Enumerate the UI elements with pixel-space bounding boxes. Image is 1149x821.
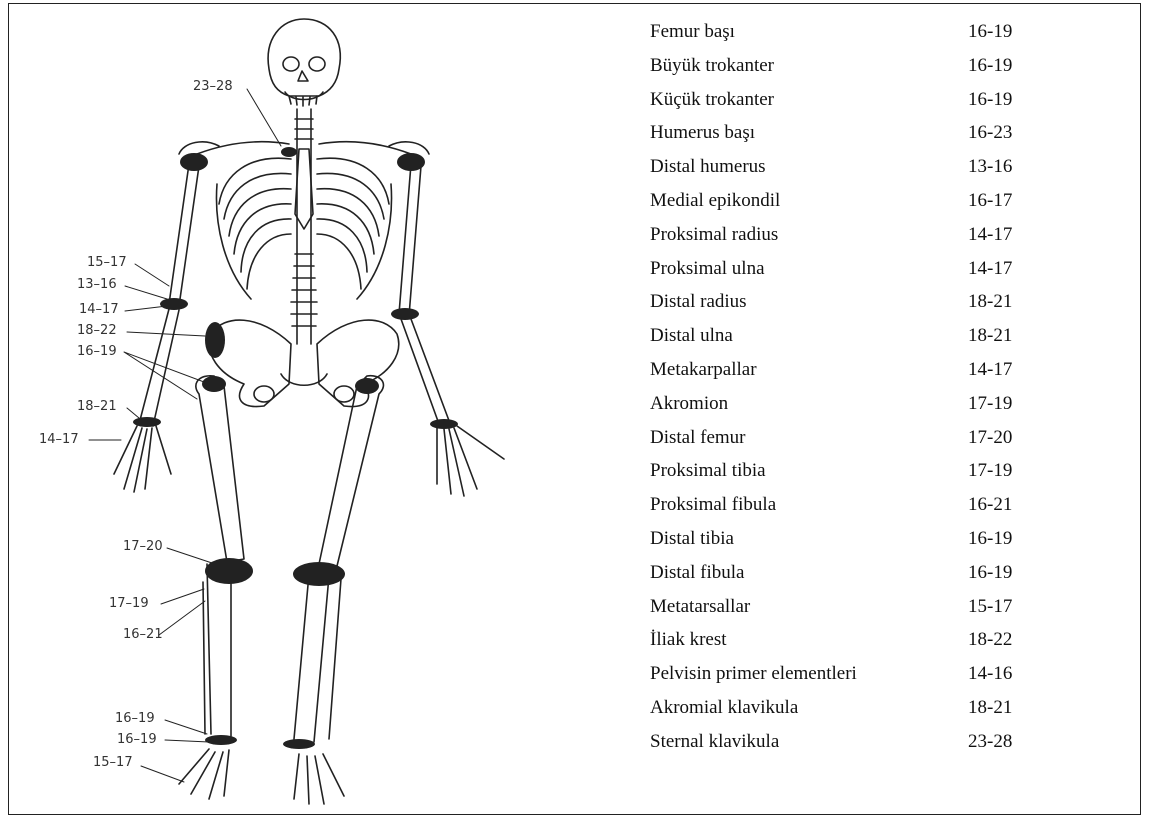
label-16-19-hip: 16–19 xyxy=(77,345,117,359)
bone-name: Humerus başı xyxy=(650,121,755,145)
label-15-17-foot: 15–17 xyxy=(93,756,133,770)
table-row: Proksimal radius 14-17 xyxy=(650,223,1070,257)
age-range: 16-19 xyxy=(968,20,1012,44)
bone-name: Distal femur xyxy=(650,426,746,450)
bone-name: Akromial klavikula xyxy=(650,696,798,720)
age-range: 14-17 xyxy=(968,223,1012,247)
table-row: Metakarpallar 14-17 xyxy=(650,358,1070,392)
table-row: Proksimal fibula 16-21 xyxy=(650,493,1070,527)
table-row: Akromion 17-19 xyxy=(650,392,1070,426)
table-row: Distal fibula 16-19 xyxy=(650,561,1070,595)
bone-name: Sternal klavikula xyxy=(650,730,779,754)
table-row: Femur başı 16-19 xyxy=(650,20,1070,54)
age-range: 16-19 xyxy=(968,88,1012,112)
skull xyxy=(268,19,340,106)
figure-frame: 23–28 15–17 13–16 14–17 18–22 16–19 18–2… xyxy=(8,3,1141,815)
age-range: 16-19 xyxy=(968,54,1012,78)
age-range: 17-19 xyxy=(968,459,1012,483)
age-range: 16-19 xyxy=(968,527,1012,551)
spine xyxy=(291,109,317,344)
age-range: 18-21 xyxy=(968,324,1012,348)
label-17-20: 17–20 xyxy=(123,540,163,554)
age-range: 18-21 xyxy=(968,290,1012,314)
bone-name: Akromion xyxy=(650,392,728,416)
age-range: 15-17 xyxy=(968,595,1012,619)
age-range: 17-20 xyxy=(968,426,1012,450)
label-14-17: 14–17 xyxy=(79,303,119,317)
bone-name: Femur başı xyxy=(650,20,735,44)
table-row: Akromial klavikula 18-21 xyxy=(650,696,1070,730)
table-row: Humerus başı 16-23 xyxy=(650,121,1070,155)
table-row: Büyük trokanter 16-19 xyxy=(650,54,1070,88)
shoulder-girdle xyxy=(179,142,429,154)
right-arm xyxy=(399,164,504,496)
table-row: Distal tibia 16-19 xyxy=(650,527,1070,561)
age-range: 14-17 xyxy=(968,358,1012,382)
label-23-28: 23–28 xyxy=(193,80,233,94)
bone-name: Metatarsallar xyxy=(650,595,750,619)
age-range: 17-19 xyxy=(968,392,1012,416)
table-row: Distal humerus 13-16 xyxy=(650,155,1070,189)
table-row: Distal femur 17-20 xyxy=(650,426,1070,460)
left-arm xyxy=(114,164,199,492)
age-range: 18-22 xyxy=(968,628,1012,652)
label-17-19: 17–19 xyxy=(109,597,149,611)
label-18-22: 18–22 xyxy=(77,324,117,338)
bone-name: Distal tibia xyxy=(650,527,734,551)
table-row: Proksimal ulna 14-17 xyxy=(650,257,1070,291)
label-18-21: 18–21 xyxy=(77,400,117,414)
age-range: 16-17 xyxy=(968,189,1012,213)
age-range: 16-23 xyxy=(968,121,1012,145)
table-row: Distal radius 18-21 xyxy=(650,290,1070,324)
age-range: 13-16 xyxy=(968,155,1012,179)
bone-name: Pelvisin primer elementleri xyxy=(650,662,857,686)
skeleton-figure: 23–28 15–17 13–16 14–17 18–22 16–19 18–2… xyxy=(19,14,579,814)
table-row: Distal ulna 18-21 xyxy=(650,324,1070,358)
bone-name: Büyük trokanter xyxy=(650,54,774,78)
table-row: Sternal klavikula 23-28 xyxy=(650,730,1070,764)
age-range: 16-19 xyxy=(968,561,1012,585)
label-13-16: 13–16 xyxy=(77,278,117,292)
age-range: 18-21 xyxy=(968,696,1012,720)
label-14-17-hand: 14–17 xyxy=(39,433,79,447)
age-range: 23-28 xyxy=(968,730,1012,754)
table-row: Medial epikondil 16-17 xyxy=(650,189,1070,223)
bone-name: Distal fibula xyxy=(650,561,744,585)
bone-name: Distal radius xyxy=(650,290,747,314)
bone-name: Medial epikondil xyxy=(650,189,780,213)
bone-name: Distal humerus xyxy=(650,155,766,179)
table-row: İliak krest 18-22 xyxy=(650,628,1070,662)
bone-name: Proksimal fibula xyxy=(650,493,776,517)
table-row: Pelvisin primer elementleri 14-16 xyxy=(650,662,1070,696)
bone-name: Metakarpallar xyxy=(650,358,757,382)
table-row: Proksimal tibia 17-19 xyxy=(650,459,1070,493)
bone-name: Proksimal tibia xyxy=(650,459,766,483)
bone-name: Proksimal ulna xyxy=(650,257,765,281)
table-row: Küçük trokanter 16-19 xyxy=(650,88,1070,122)
age-range: 14-16 xyxy=(968,662,1012,686)
bone-name: Distal ulna xyxy=(650,324,733,348)
skeleton-drawing xyxy=(19,14,579,814)
left-leg xyxy=(179,376,244,799)
label-16-21: 16–21 xyxy=(123,628,163,642)
bone-name: İliak krest xyxy=(650,628,727,652)
ribcage xyxy=(216,149,391,299)
bone-name: Küçük trokanter xyxy=(650,88,774,112)
label-15-17: 15–17 xyxy=(87,256,127,270)
label-16-19-ankle-upper: 16–19 xyxy=(115,712,155,726)
age-range: 16-21 xyxy=(968,493,1012,517)
bone-name: Proksimal radius xyxy=(650,223,778,247)
age-range: 14-17 xyxy=(968,257,1012,281)
growth-plates xyxy=(133,147,458,749)
label-16-19-ankle-lower: 16–19 xyxy=(117,733,157,747)
table-row: Metatarsallar 15-17 xyxy=(650,595,1070,629)
